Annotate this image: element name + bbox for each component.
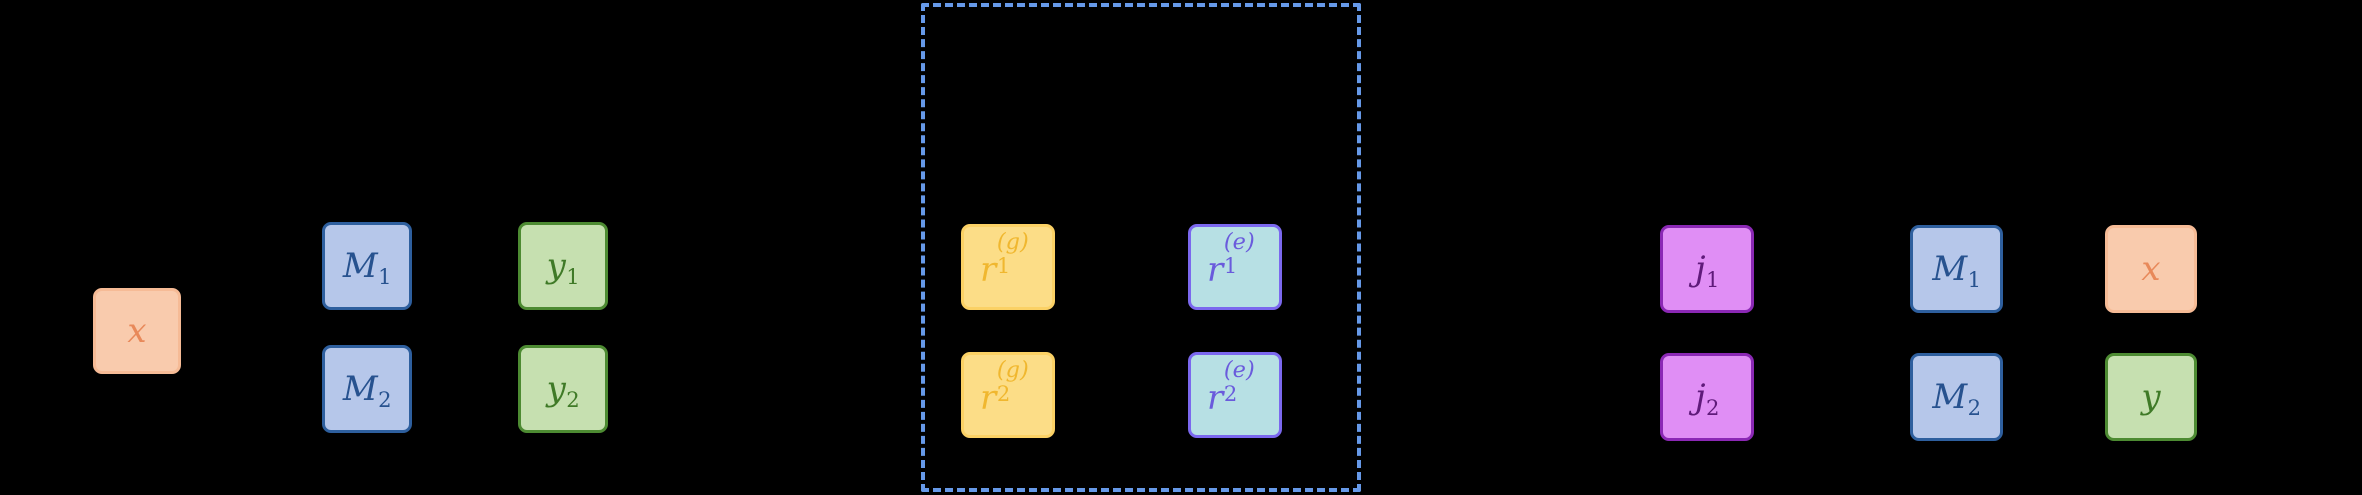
node-M2-left[interactable]: M2 [322,345,412,433]
node-j1[interactable]: j1 [1660,225,1754,313]
node-M1-right[interactable]: M1 [1910,225,2003,313]
node-M1-left[interactable]: M1 [322,222,412,310]
node-y1[interactable]: y1 [518,222,608,310]
node-label-y2: y2 [546,369,580,412]
node-x-right[interactable]: x [2105,225,2197,313]
node-label-M1-right: M1 [1932,249,1982,292]
node-label-y-right: y [2141,377,2161,417]
node-label-r2-g: r(g)2 [979,356,1029,418]
node-y2[interactable]: y2 [518,345,608,433]
node-r2-e[interactable]: r(e)2 [1188,352,1282,438]
node-M2-right[interactable]: M2 [1910,353,2003,441]
node-label-j1: j1 [1695,249,1720,292]
node-r2-g[interactable]: r(g)2 [961,352,1055,438]
node-label-x-left: x [127,311,147,351]
node-j2[interactable]: j2 [1660,353,1754,441]
node-label-r1-g: r(g)1 [979,228,1029,290]
node-label-M2-right: M2 [1932,377,1982,420]
node-x-left[interactable]: x [93,288,181,374]
node-label-r2-e: r(e)2 [1206,356,1255,418]
node-label-r1-e: r(e)1 [1206,228,1255,290]
node-label-M2-left: M2 [342,369,392,412]
node-y-right[interactable]: y [2105,353,2197,441]
node-r1-g[interactable]: r(g)1 [961,224,1055,310]
node-label-j2: j2 [1695,377,1720,420]
node-label-x-right: x [2141,249,2161,289]
node-label-M1-left: M1 [342,246,392,289]
node-label-y1: y1 [546,246,580,289]
latent-representation-group [921,3,1361,492]
node-r1-e[interactable]: r(e)1 [1188,224,1282,310]
